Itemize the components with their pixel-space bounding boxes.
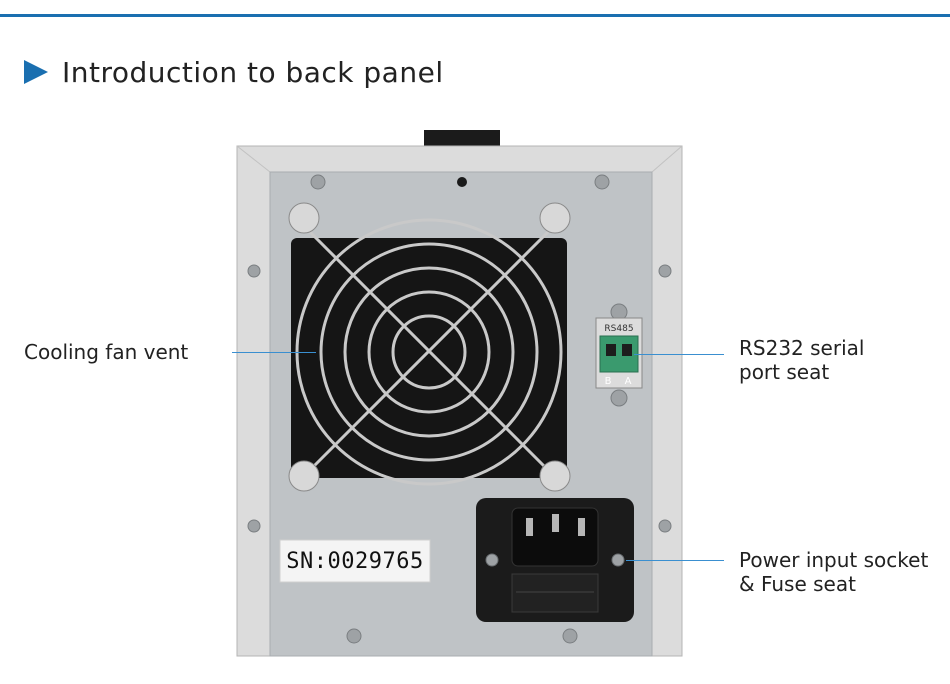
heading-title: Introduction to back panel — [62, 55, 444, 89]
fuse-drawer — [511, 573, 599, 613]
play-icon — [24, 60, 48, 84]
callout-fan: Cooling fan vent — [24, 340, 189, 364]
panel-screws — [247, 174, 672, 644]
top-rule — [0, 14, 950, 17]
callout-power-line — [626, 560, 724, 561]
callout-power-2: & Fuse seat — [739, 572, 856, 596]
top-handle — [424, 130, 500, 148]
top-hole — [457, 177, 467, 187]
rs485-label: RS485 — [604, 324, 633, 334]
serial-sticker — [279, 539, 431, 583]
rs485-pin-b: B — [605, 376, 612, 387]
section-heading: Introduction to back panel — [24, 52, 444, 92]
fan-grille — [295, 218, 563, 486]
callout-serial-1: RS232 serial — [739, 336, 865, 360]
callout-fan-line — [232, 352, 316, 353]
serial-number: SN:0029765 — [286, 548, 424, 574]
callout-power-1: Power input socket — [739, 548, 929, 572]
rs485-terminal — [599, 335, 639, 373]
callout-serial-line — [634, 354, 724, 355]
rs485-pin-a: A — [625, 376, 632, 387]
fan-screws — [288, 202, 571, 492]
callout-serial-2: port seat — [739, 360, 830, 384]
